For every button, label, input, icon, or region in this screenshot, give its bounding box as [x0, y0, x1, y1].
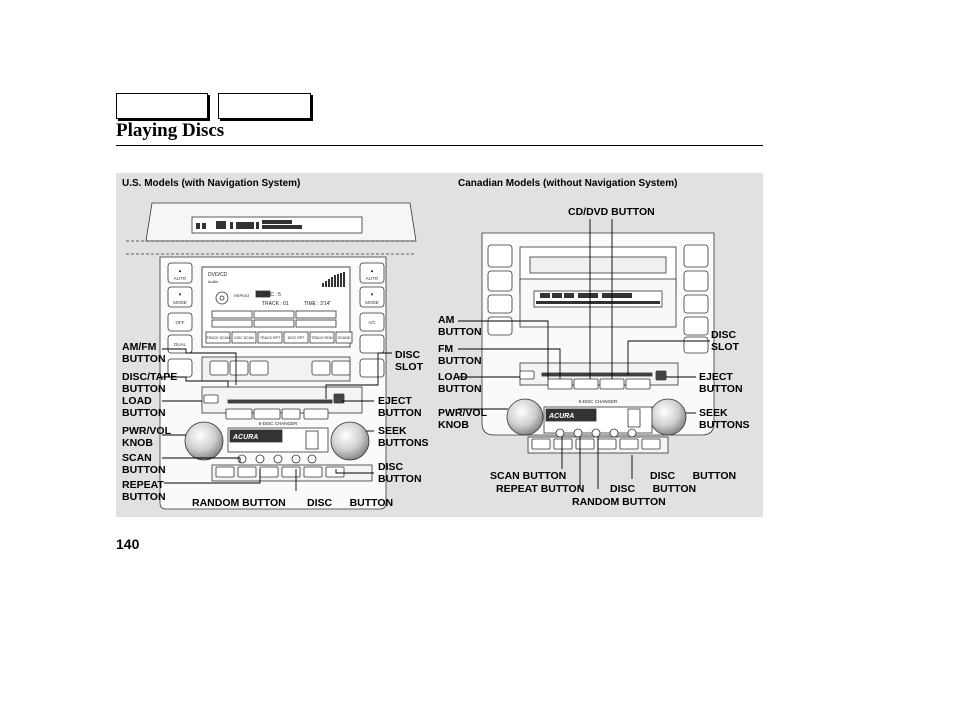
- us-pwrvol-label: PWR/VOL KNOB: [122, 425, 171, 449]
- us-eject-label: EJECT BUTTON: [378, 395, 422, 419]
- us-tune-knob: [330, 421, 370, 461]
- ca-changer-label: 6-DISC CHANGER: [579, 399, 618, 404]
- us-brand: ACURA: [232, 434, 258, 441]
- us-left-buttons: [167, 262, 193, 378]
- ca-console: [481, 232, 715, 454]
- us-caption: U.S. Models (with Navigation System): [122, 178, 301, 189]
- ca-discup-label: DISC BUTTON: [610, 483, 697, 495]
- us-screen-mode: DVD/CD: [208, 272, 228, 278]
- us-load-button: [203, 394, 219, 404]
- us-pwr-vol-knob: [184, 421, 224, 461]
- ca-disc-slot: [541, 372, 653, 377]
- us-leader-lines: [162, 348, 392, 491]
- ca-eject-button: [655, 370, 667, 381]
- us-discslot-label: DISC SLOT: [395, 349, 423, 373]
- us-screen-time: TIME : 3'14": [304, 301, 331, 307]
- us-console: ▲ AUTO ▼ MODE OFF DUAL ▲ AUTO ▼ MODE A/C: [126, 202, 417, 510]
- console-illustrations: ▲ AUTO ▼ MODE OFF DUAL ▲ AUTO ▼ MODE A/C: [126, 202, 715, 510]
- header-tab-1: [116, 93, 208, 119]
- svg-text:A/C: A/C: [368, 320, 376, 325]
- us-screen-track: TRACK : 01: [262, 301, 289, 307]
- us-disc-slot: [227, 399, 333, 404]
- svg-text:MODE: MODE: [365, 300, 379, 305]
- page-title: Playing Discs: [116, 120, 225, 141]
- svg-text:▲: ▲: [370, 268, 374, 273]
- us-key-disc-scan: DISC SCAN: [234, 336, 254, 340]
- ca-caption: Canadian Models (without Navigation Syst…: [458, 178, 678, 189]
- ca-brand: ACURA: [548, 413, 574, 420]
- svg-text:AUTO: AUTO: [366, 276, 379, 281]
- ca-am-label: AM BUTTON: [438, 314, 482, 338]
- us-key-track-rdm: TRACK RDM: [311, 336, 332, 340]
- ca-left-buttons: [487, 244, 513, 336]
- ca-right-buttons: [683, 244, 709, 354]
- svg-text:MODE: MODE: [173, 300, 187, 305]
- us-load-label: LOAD BUTTON: [122, 395, 166, 419]
- us-scan-label: SCAN BUTTON: [122, 452, 166, 476]
- us-screen-audio: Audio: [208, 279, 219, 284]
- ca-tune-knob: [649, 398, 687, 436]
- us-disctape-label: DISC/TAPE BUTTON: [122, 371, 178, 395]
- us-screen-repeat: REPEAT: [234, 293, 250, 298]
- us-changer-label: 6-DISC CHANGER: [259, 421, 298, 426]
- ca-load-button: [519, 370, 535, 380]
- svg-text:DUAL: DUAL: [174, 342, 187, 347]
- ca-pwr-vol-knob: [506, 398, 544, 436]
- ca-repeat-label: REPEAT BUTTON: [496, 483, 585, 495]
- header-tab-2: [218, 93, 311, 119]
- ca-seek-label: SEEK BUTTONS: [699, 407, 750, 431]
- ca-discslot-label: DISC SLOT: [711, 329, 739, 353]
- ca-eject-label: EJECT BUTTON: [699, 371, 743, 395]
- svg-text:▼: ▼: [370, 292, 374, 297]
- page-number: 140: [116, 536, 140, 552]
- ca-random-label: RANDOM BUTTON: [572, 496, 666, 508]
- us-seek-label: SEEK BUTTONS: [378, 425, 429, 449]
- us-random-label: RANDOM BUTTON: [192, 497, 286, 509]
- us-eject-button: [333, 393, 345, 404]
- us-amfm-label: AM/FM BUTTON: [122, 341, 166, 365]
- ca-cddvd-label: CD/DVD BUTTON: [568, 206, 655, 218]
- ca-pwrvol-label: PWR/VOL KNOB: [438, 407, 487, 431]
- ca-discdown-label: DISC BUTTON: [650, 470, 737, 482]
- us-key-sound: SOUND: [338, 336, 351, 340]
- us-right-buttons: [359, 262, 385, 378]
- us-key-disc-rpt: DISC RPT: [288, 336, 306, 340]
- ca-leader-lines: [458, 219, 710, 489]
- ca-scan-label: SCAN BUTTON: [490, 470, 567, 482]
- us-repeat-label: REPEAT BUTTON: [122, 479, 166, 503]
- svg-text:▲: ▲: [178, 268, 182, 273]
- us-screen-disc: DISC : 5: [262, 292, 281, 298]
- ca-fm-label: FM BUTTON: [438, 343, 482, 367]
- title-rule: [116, 145, 763, 146]
- us-disc-label: DISC BUTTON: [307, 497, 394, 509]
- svg-text:AUTO: AUTO: [174, 276, 187, 281]
- us-key-track-rpt: TRACK RPT: [260, 336, 281, 340]
- us-discbtn-label: DISC BUTTON: [378, 461, 422, 485]
- us-key-track-scan: TRACK SCAN: [206, 336, 230, 340]
- us-screen-keys: [205, 331, 353, 344]
- svg-text:OFF: OFF: [176, 320, 185, 325]
- ca-load-label: LOAD BUTTON: [438, 371, 482, 395]
- us-preset-grid: [211, 310, 337, 328]
- svg-text:▼: ▼: [178, 292, 182, 297]
